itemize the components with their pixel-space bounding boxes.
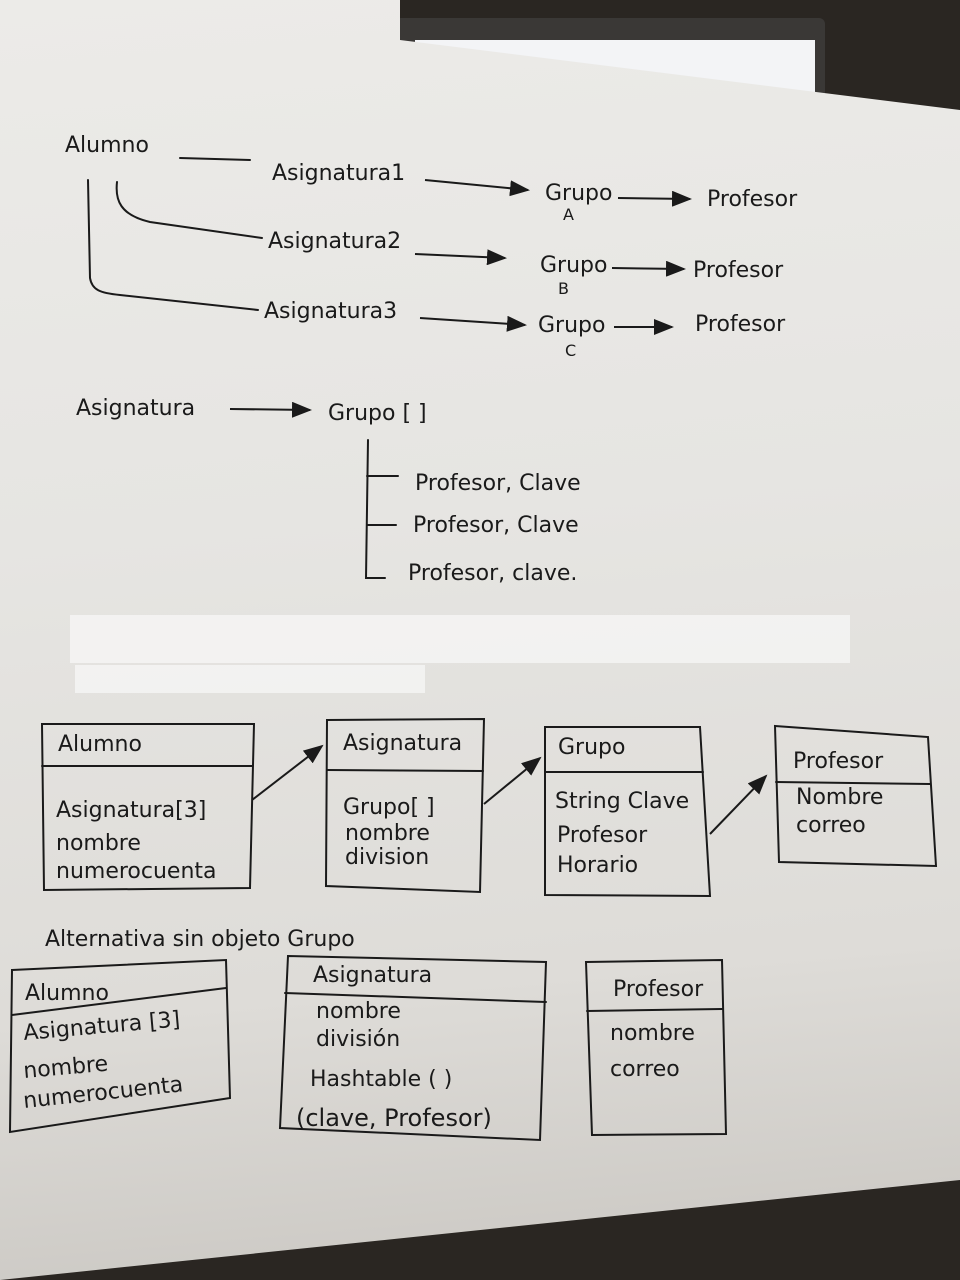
uml-alt-alumno-border [8, 958, 232, 1134]
uml-asignatura-field-1: Grupo[ ] [343, 795, 435, 820]
uml-alt-alumno-title: Alumno [25, 981, 109, 1006]
uml-alt-asignatura-field-4: (clave, Profesor) [296, 1104, 492, 1132]
branch-2-profesor: Profesor [693, 258, 784, 283]
uml-alumno-border [40, 723, 256, 892]
branch-2-grupo: Grupo [540, 253, 607, 278]
uml-alt-alumno-field-2: nombre [22, 1052, 109, 1084]
branch-1-grupo: Grupo [545, 181, 612, 206]
uml-profesor-field-2: correo [796, 813, 866, 838]
branch-1-profesor: Profesor [707, 187, 798, 212]
uml-arrow-grupo-profesor [709, 774, 768, 835]
uml-alumno-field-1: Asignatura[3] [56, 798, 206, 823]
uml-alt: Alumno Asignatura [3] nombre numerocuent… [8, 954, 728, 1142]
tree-root-label: Alumno [65, 133, 149, 158]
root-connector [179, 157, 251, 161]
uml-asignatura-field-3: division [345, 845, 429, 870]
array-item-1: Profesor, Clave [415, 471, 581, 496]
branch-2-arrow-1 [414, 249, 507, 266]
uml-alumno-title: Alumno [58, 732, 142, 757]
uml-asignatura-title: Asignatura [343, 731, 462, 756]
branch-3-grupo: Grupo [538, 313, 605, 338]
uml-alumno-field-3: numerocuenta [56, 859, 217, 884]
uml-alt-asignatura-field-3: Hashtable ( ) [310, 1067, 452, 1092]
uml-grupo-field-2: Profesor [557, 823, 648, 848]
branch-3-connector [87, 179, 259, 311]
tape-strip-1 [70, 615, 850, 663]
array-target-label: Grupo [ ] [328, 401, 427, 426]
uml-profesor-border [773, 724, 938, 868]
branch-3-profesor: Profesor [695, 312, 786, 337]
uml-alt-alumno-field-1: Asignatura [3] [22, 1007, 181, 1046]
branch-3-asignatura: Asignatura3 [264, 299, 397, 324]
array-arrow [229, 401, 312, 418]
uml-alumno-field-2: nombre [56, 831, 141, 856]
branch-1-letter: A [563, 205, 574, 224]
uml-box-asignatura: Asignatura Grupo[ ] nombre division [324, 717, 486, 894]
top-tree: Alumno Asignatura1 Grupo A Profesor Asig… [65, 133, 798, 360]
uml-asignatura-field-2: nombre [345, 821, 430, 846]
uml-asignatura-divider [326, 769, 484, 772]
uml-grupo-field-3: Horario [557, 853, 638, 878]
uml-profesor-field-1: Nombre [796, 785, 883, 810]
array-item-3: Profesor, clave. [408, 561, 577, 586]
uml-alt-profesor-field-2: correo [610, 1057, 680, 1082]
uml-alt-profesor-field-1: nombre [610, 1021, 695, 1046]
uml-alt-alumno-divider [11, 987, 227, 1016]
uml-alt-profesor-divider [586, 1008, 723, 1012]
uml-alt-box-asignatura: Asignatura nombre división Hashtable ( )… [278, 954, 548, 1142]
uml-box-grupo: Grupo String Clave Profesor Horario [544, 726, 712, 898]
branch-1-asignatura: Asignatura1 [272, 161, 405, 186]
uml-alt-asignatura-field-1: nombre [316, 999, 401, 1024]
tape-strip-2 [75, 665, 425, 693]
branch-1-arrow-1 [424, 179, 530, 197]
uml-asignatura-border [324, 717, 486, 894]
branch-2-letter: B [558, 279, 569, 298]
array-tree: Asignatura Grupo [ ] Profesor, Clave Pro… [76, 396, 581, 586]
uml-grupo-border [544, 726, 712, 898]
uml-alt-profesor-title: Profesor [613, 977, 704, 1002]
array-item-2: Profesor, Clave [413, 513, 579, 538]
uml-grupo-title: Grupo [558, 735, 625, 760]
branch-2-connector [115, 181, 263, 239]
uml-main: Alumno Asignatura[3] nombre numerocuenta… [40, 717, 938, 898]
uml-box-alumno: Alumno Asignatura[3] nombre numerocuenta [40, 723, 256, 892]
branch-2-asignatura: Asignatura2 [268, 229, 401, 254]
uml-alt-profesor-border [584, 958, 728, 1137]
uml-arrow-asignatura-grupo [483, 756, 542, 805]
uml-box-profesor: Profesor Nombre correo [773, 724, 938, 868]
uml-alt-box-profesor: Profesor nombre correo [584, 958, 728, 1137]
branch-2-arrow-2 [611, 260, 686, 277]
uml-alt-asignatura-field-2: división [316, 1027, 400, 1052]
uml-grupo-field-1: String Clave [555, 789, 689, 814]
branch-1-arrow-2 [617, 190, 692, 207]
branch-3-arrow-1 [419, 315, 527, 332]
alt-heading: Alternativa sin objeto Grupo [45, 927, 355, 952]
branch-3-letter: C [565, 341, 576, 360]
uml-alt-asignatura-divider [284, 992, 547, 1003]
uml-arrow-alumno-asignatura [251, 744, 324, 801]
uml-alt-box-alumno: Alumno Asignatura [3] nombre numerocuent… [8, 958, 232, 1134]
array-bracket [364, 439, 386, 579]
uml-profesor-divider [775, 781, 931, 785]
array-source-label: Asignatura [76, 396, 195, 421]
uml-alt-asignatura-title: Asignatura [313, 963, 432, 988]
uml-profesor-title: Profesor [793, 749, 884, 774]
uml-alt-asignatura-border [278, 954, 548, 1142]
